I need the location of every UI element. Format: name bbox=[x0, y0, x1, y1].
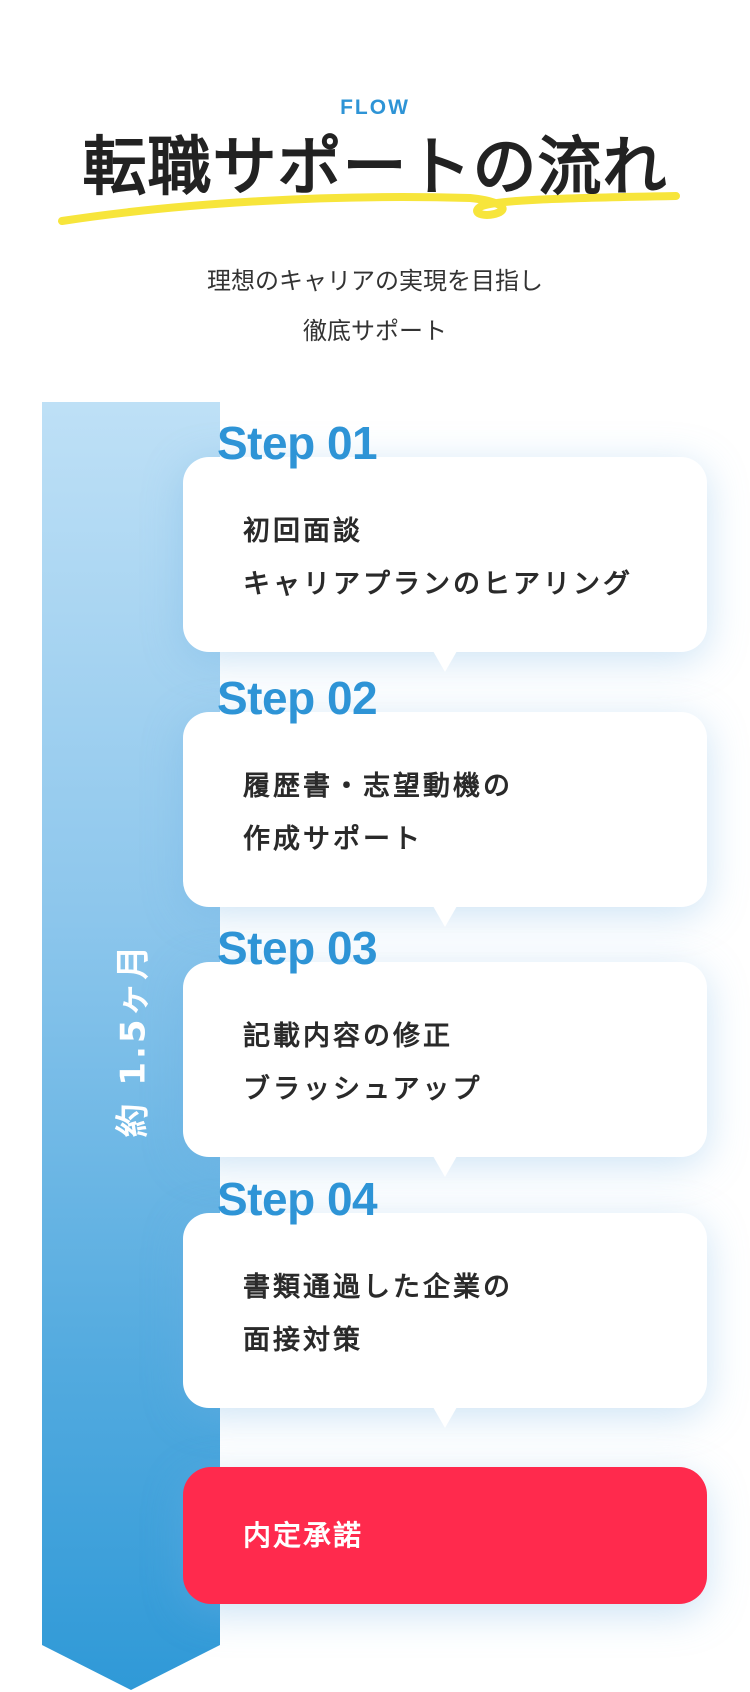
subtitle-line-2: 徹底サポート bbox=[303, 317, 447, 345]
step-description: 履歴書・志望動機の 作成サポート bbox=[243, 760, 513, 866]
page-subtitle: 理想のキャリアの実現を目指し 徹底サポート bbox=[0, 256, 750, 356]
step-line: 面接対策 bbox=[243, 1325, 363, 1356]
step-number: Step 04 bbox=[217, 1173, 378, 1225]
step-description: 初回面談 キャリアプランのヒアリング bbox=[243, 505, 633, 611]
step-line: 記載内容の修正 bbox=[243, 1021, 453, 1052]
final-step-card: 内定承諾 bbox=[183, 1467, 707, 1604]
step-number: Step 02 bbox=[217, 672, 378, 724]
step-card-04: Step 04 書類通過した企業の 面接対策 bbox=[183, 1173, 707, 1428]
step-card-03: Step 03 記載内容の修正 ブラッシュアップ bbox=[183, 922, 707, 1177]
duration-label: 約 1.5ヶ月 bbox=[113, 942, 154, 1138]
step-card-02: Step 02 履歴書・志望動機の 作成サポート bbox=[183, 672, 707, 927]
step-line: 初回面談 bbox=[243, 516, 363, 547]
yellow-underline-decoration bbox=[58, 192, 680, 225]
step-line: 書類通過した企業の bbox=[243, 1272, 513, 1303]
page-title: 転職サポートの流れ bbox=[82, 131, 668, 205]
step-line: 作成サポート bbox=[243, 824, 423, 855]
step-line: ブラッシュアップ bbox=[243, 1074, 483, 1105]
section-eyebrow: FLOW bbox=[340, 96, 410, 119]
step-line: 履歴書・志望動機の bbox=[243, 771, 513, 802]
step-number: Step 03 bbox=[217, 922, 378, 974]
title-block: 転職サポートの流れ bbox=[0, 128, 750, 238]
step-line: キャリアプランのヒアリング bbox=[243, 569, 633, 600]
subtitle-line-1: 理想のキャリアの実現を目指し bbox=[207, 267, 543, 295]
final-step-label: 内定承諾 bbox=[243, 1519, 364, 1552]
step-number: Step 01 bbox=[217, 417, 378, 469]
step-description: 書類通過した企業の 面接対策 bbox=[243, 1261, 513, 1367]
step-description: 記載内容の修正 ブラッシュアップ bbox=[243, 1010, 482, 1116]
step-card-01: Step 01 初回面談 キャリアプランのヒアリング bbox=[183, 417, 707, 672]
